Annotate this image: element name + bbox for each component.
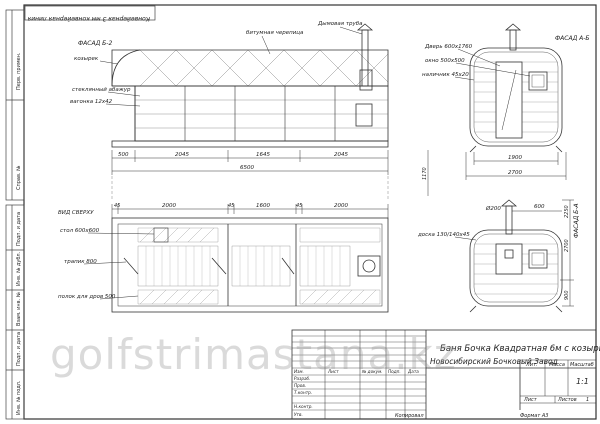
side-label-2: Подп. и дата — [16, 332, 22, 366]
label-hanger: наличник 45х20 — [422, 72, 469, 78]
role-3: Пров. — [294, 383, 306, 388]
facade-front-view — [469, 23, 563, 153]
dim-back-4: 900 — [564, 290, 570, 300]
side-label-4: Инв. № дубл. — [16, 251, 22, 286]
col-doc: № докум. — [361, 369, 383, 374]
dim-front-3: 1170 — [422, 167, 428, 180]
dim-side-2: 2045 — [175, 152, 189, 158]
side-label-1: Инв. № подл. — [16, 380, 22, 415]
dim-plan-2: 2000 — [162, 203, 176, 209]
label-ladder: трапик 800 — [64, 259, 97, 265]
plan-title: ВИД СВЕРХУ — [58, 210, 94, 216]
role-4: Т.контр. — [294, 390, 312, 395]
label-shelf: полок для дров 500 — [58, 294, 116, 300]
projection-lines — [111, 176, 389, 200]
top-label-box: Конвейерная 3 мм конвейерная линия — [24, 5, 156, 22]
dim-side-1: 500 — [118, 152, 129, 158]
plan-dims — [111, 204, 389, 218]
role-6: Утв. — [294, 412, 303, 417]
facade-back-title: ФАСАД Б-А — [573, 203, 580, 238]
sheets-label: Листов — [557, 397, 577, 403]
facade-side-title: ФАСАД Б-2 — [78, 40, 112, 47]
dim-front-2: 2700 — [508, 170, 522, 176]
dim-plan-3: 45 — [228, 203, 234, 209]
dim-side-total: 6500 — [240, 165, 254, 171]
dim-plan-4: 1600 — [256, 203, 270, 209]
facade-side-dims — [111, 150, 389, 175]
label-board: доска 130/140х45 — [417, 232, 470, 238]
top-label: Конвейерная 3 мм конвейерная линия — [27, 15, 150, 22]
dim-side-3: 1645 — [256, 152, 270, 158]
title-name-2: Новосибирский Бочковый Завод — [430, 357, 558, 366]
label-roof: битумная черепица — [246, 30, 304, 36]
facade-front-title: ФАСАД А-Б — [555, 35, 590, 42]
dim-side-4: 2045 — [334, 152, 348, 158]
side-label-5: Подп. и дата — [16, 212, 22, 246]
copied-label: Копировал — [395, 413, 424, 419]
title-block — [291, 329, 597, 420]
label-table: стол 600х600 — [60, 228, 100, 234]
sheet-label: Лист — [523, 397, 538, 403]
dim-back-3: 2700 — [564, 239, 570, 252]
sheets-value: 1 — [586, 397, 589, 403]
col-date: Дата — [407, 369, 419, 374]
role-1: Изм. — [294, 369, 304, 374]
label-cladding: вагонка 12х42 — [70, 99, 113, 105]
dim-plan-6: 2000 — [334, 203, 348, 209]
label-window: окно 500х500 — [425, 58, 465, 64]
dim-back-2: 2250 — [564, 205, 570, 218]
dim-back-1: 600 — [534, 204, 545, 210]
title-name-1: Баня Бочка Квадратная 6м с козырьком — [440, 344, 600, 354]
dim-front-1: 1900 — [508, 155, 522, 161]
format-label: Формат А3 — [520, 413, 548, 419]
side-frame — [5, 9, 25, 420]
label-window-glass: стеклянный абажур — [72, 87, 131, 93]
label-chimney-dia: Ø200 — [485, 205, 501, 212]
dim-plan-5: 45 — [296, 203, 302, 209]
facade-front-dims — [427, 150, 567, 196]
facade-side-view — [111, 23, 389, 148]
label-chimney: Дымовая труба — [317, 21, 363, 27]
side-label-6: Справ. № — [16, 165, 22, 190]
role-5: Н.контр. — [294, 404, 313, 409]
scale-value: 1:1 — [576, 377, 589, 386]
head-mass: Масса — [549, 362, 565, 368]
plan-view — [111, 217, 389, 313]
col-sheet: Лист — [327, 369, 339, 374]
role-2: Разраб. — [294, 376, 310, 381]
facade-back-view — [469, 199, 563, 313]
label-visor: козырек — [74, 56, 99, 62]
head-lit: Лит. — [525, 362, 538, 368]
head-scale: Масштаб — [570, 362, 594, 368]
facade-back-dims — [512, 199, 574, 307]
side-label-3: Взам. инв. № — [16, 291, 22, 326]
col-sign: Подп. — [388, 369, 401, 374]
label-door: Дверь 600х1760 — [424, 44, 473, 50]
dim-plan-1: 45 — [114, 203, 120, 209]
side-label-7: Перв. примен. — [16, 52, 22, 90]
